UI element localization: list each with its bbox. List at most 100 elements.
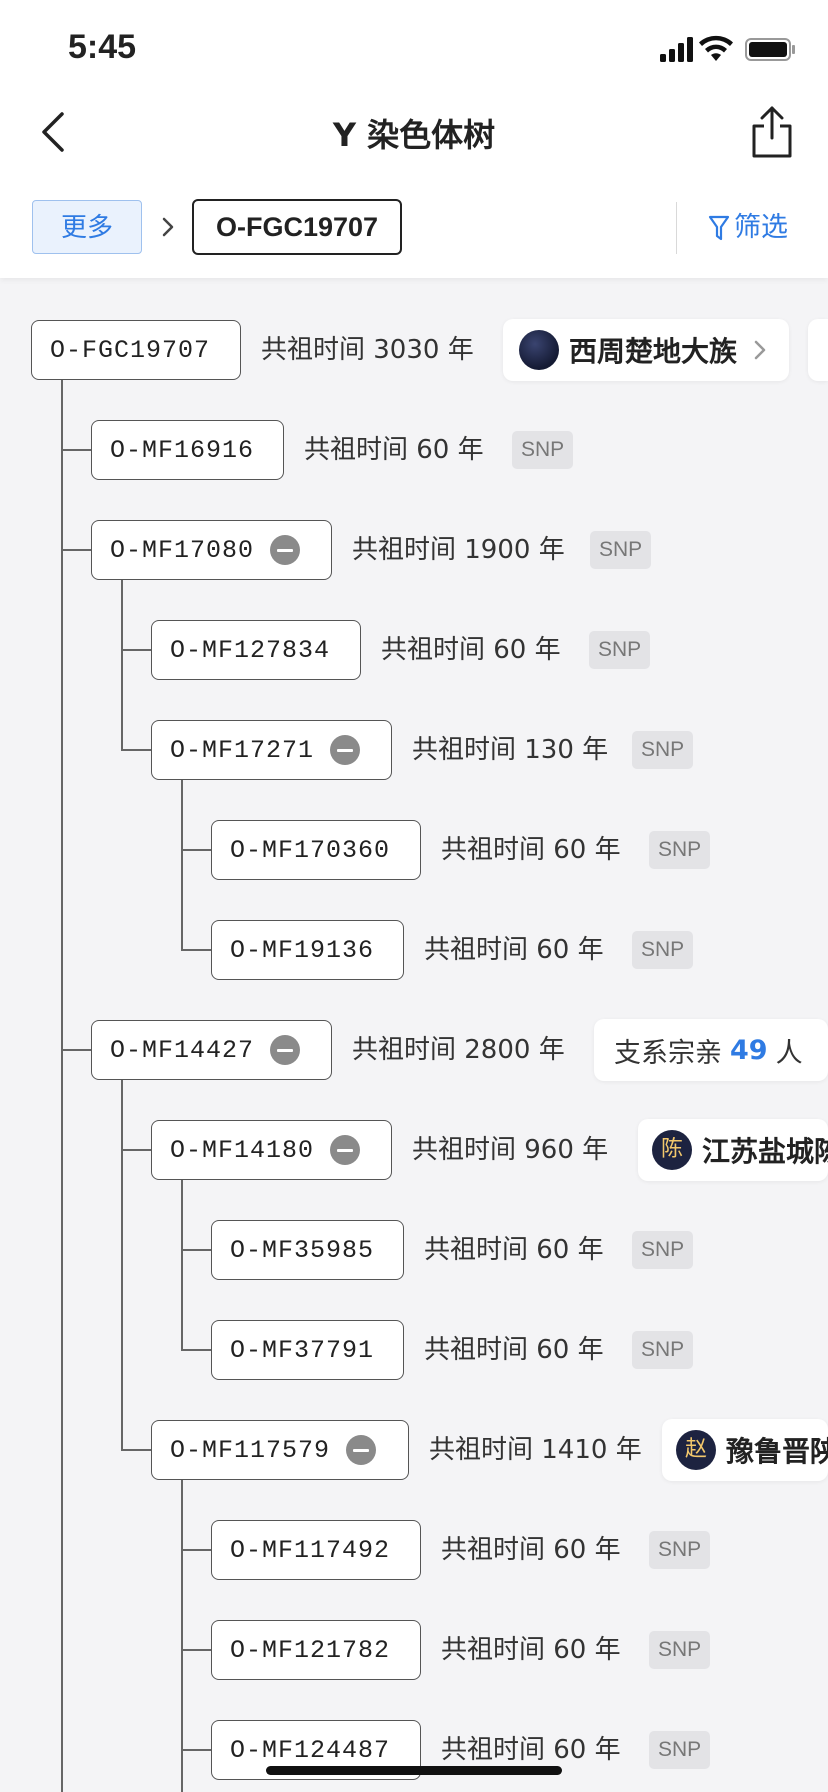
collapse-icon[interactable] [330, 735, 361, 765]
connector [121, 580, 123, 750]
clan-card-label: 西周楚地大族 [569, 335, 738, 368]
clan-card[interactable]: 陈 江苏盐城陈 [638, 1119, 828, 1181]
snp-tag: SNP [632, 731, 694, 769]
ancestor-time: 共祖时间 2800 年 [352, 1035, 565, 1065]
breadcrumb-current[interactable]: O-FGC19707 [192, 199, 403, 255]
snp-tag: SNP [632, 1331, 694, 1369]
node-id: O-MF14180 [170, 1135, 315, 1165]
filter-label: 筛选 [734, 212, 788, 243]
tree-node[interactable]: O-MF16916 [91, 420, 284, 480]
clan-card-label: 江苏盐城陈 [702, 1135, 828, 1168]
snp-tag: SNP [649, 1731, 711, 1769]
connector [181, 849, 211, 851]
chevron-right-icon [754, 340, 766, 360]
surname-avatar: 赵 [676, 1430, 716, 1470]
snp-tag: SNP [589, 631, 651, 669]
tree-node[interactable]: O-MF19136 [211, 920, 404, 980]
collapse-icon[interactable] [346, 1435, 377, 1465]
ancestor-time: 共祖时间 60 年 [441, 1535, 621, 1565]
tree-node[interactable]: O-MF35985 [211, 1220, 404, 1280]
filter-button[interactable]: 筛选 [708, 208, 788, 248]
node-id: O-MF17271 [170, 735, 315, 765]
snp-tag: SNP [649, 1531, 711, 1569]
clan-card[interactable]: 西周楚地大族 [503, 319, 789, 381]
tree-node[interactable]: O-MF117579 [151, 1420, 409, 1480]
connector [181, 1180, 183, 1350]
connector [181, 1649, 211, 1651]
connector [181, 1549, 211, 1551]
battery-icon [745, 38, 795, 61]
tree-node[interactable]: O-MF170360 [211, 820, 421, 880]
relatives-card[interactable]: 支系宗亲 49 人 [594, 1019, 828, 1081]
tree-node[interactable]: O-MF14180 [151, 1120, 392, 1180]
ancestor-time: 共祖时间 60 年 [381, 635, 561, 665]
home-indicator[interactable] [266, 1766, 562, 1775]
clan-avatar-icon [519, 330, 559, 370]
tree-node[interactable]: O-MF17080 [91, 520, 332, 580]
ancestor-time: 共祖时间 130 年 [412, 735, 609, 765]
node-id: O-FGC19707 [50, 335, 211, 365]
snp-tag: SNP [590, 531, 652, 569]
share-icon[interactable] [750, 104, 794, 160]
node-id: O-MF37791 [230, 1335, 375, 1365]
snp-tag: SNP [649, 831, 711, 869]
connector [181, 1249, 211, 1251]
clan-card-partial[interactable] [808, 319, 828, 381]
node-id: O-MF127834 [170, 635, 331, 665]
tree-node-root[interactable]: O-FGC19707 [31, 320, 241, 380]
relatives-count: 49 [730, 1034, 768, 1066]
node-id: O-MF117579 [170, 1435, 331, 1465]
status-time: 5:45 [68, 28, 137, 66]
ancestor-time: 共祖时间 60 年 [441, 1635, 621, 1665]
collapse-icon[interactable] [330, 1135, 361, 1165]
collapse-icon[interactable] [270, 1035, 301, 1065]
snp-tag: SNP [632, 1231, 694, 1269]
relatives-prefix: 支系宗亲 [614, 1037, 722, 1069]
tree-node[interactable]: O-MF127834 [151, 620, 361, 680]
connector [121, 1149, 151, 1151]
node-id: O-MF16916 [110, 435, 255, 465]
status-icons [660, 35, 795, 62]
connector [61, 449, 91, 451]
connector [181, 1749, 211, 1751]
collapse-icon[interactable] [270, 535, 301, 565]
ancestor-time: 共祖时间 1410 年 [429, 1435, 642, 1465]
relatives-suffix: 人 [775, 1037, 803, 1069]
connector [61, 378, 63, 1792]
clan-card[interactable]: 赵 豫鲁晋陕 [662, 1419, 828, 1481]
tree-node[interactable]: O-MF121782 [211, 1620, 421, 1680]
tree-node[interactable]: O-MF17271 [151, 720, 392, 780]
node-id: O-MF124487 [230, 1735, 391, 1765]
node-id: O-MF17080 [110, 535, 255, 565]
top-bar: 5:45 Y 染色体树 更多 O-FGC19707 [0, 0, 828, 278]
wifi-icon [699, 35, 733, 61]
more-button[interactable]: 更多 [32, 200, 142, 254]
connector [121, 1449, 151, 1451]
connector [181, 780, 183, 950]
connector [121, 1080, 123, 1450]
connector [181, 1349, 211, 1351]
node-id: O-MF170360 [230, 835, 391, 865]
node-id: O-MF19136 [230, 935, 375, 965]
chevron-right-icon [162, 217, 174, 237]
connector [61, 1049, 91, 1051]
ancestor-time: 共祖时间 60 年 [424, 1335, 604, 1365]
tree-node[interactable]: O-MF117492 [211, 1520, 421, 1580]
ancestor-time: 共祖时间 60 年 [424, 1235, 604, 1265]
clan-card-label: 豫鲁晋陕 [726, 1435, 828, 1468]
ancestor-time: 共祖时间 60 年 [441, 835, 621, 865]
connector [61, 549, 91, 551]
back-arrow-icon[interactable] [34, 108, 74, 156]
page-title: Y 染色体树 [332, 116, 496, 154]
filter-funnel-icon [708, 215, 730, 241]
ancestor-time: 共祖时间 60 年 [304, 435, 484, 465]
connector [181, 1480, 183, 1792]
connector [121, 749, 151, 751]
tree-node[interactable]: O-MF14427 [91, 1020, 332, 1080]
node-id: O-MF121782 [230, 1635, 391, 1665]
snp-tag: SNP [649, 1631, 711, 1669]
node-id: O-MF35985 [230, 1235, 375, 1265]
tree-node[interactable]: O-MF37791 [211, 1320, 404, 1380]
surname-avatar: 陈 [652, 1130, 692, 1170]
snp-tag: SNP [632, 931, 694, 969]
